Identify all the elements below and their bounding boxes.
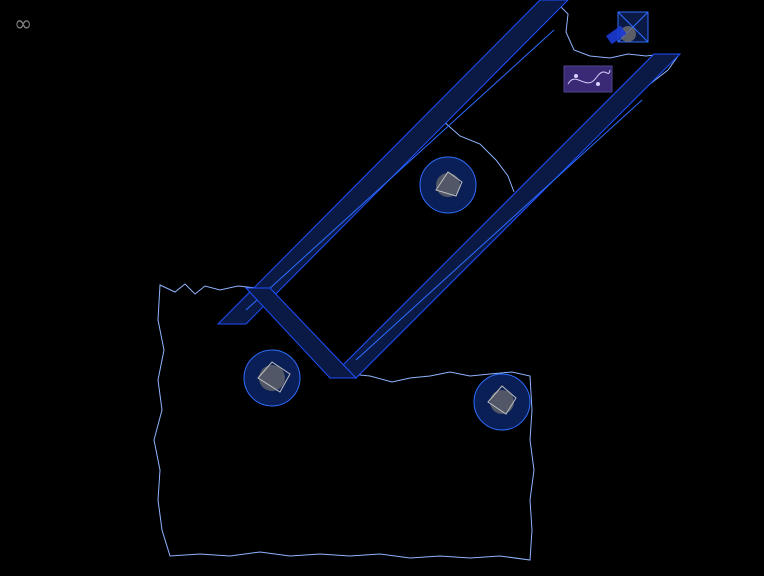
infinity-icon: ∞ (14, 12, 33, 37)
conveyor-upper[interactable] (216, 0, 569, 325)
conveyor-connector[interactable] (244, 287, 358, 379)
debris-orb-2[interactable] (243, 349, 301, 407)
conveyor-lower[interactable] (328, 53, 682, 379)
debris-orb-3[interactable] (473, 373, 531, 431)
chamber-outline-inner (441, 119, 515, 193)
exit-gate-icon[interactable] (606, 11, 649, 45)
circuit-panel-icon[interactable] (563, 65, 613, 93)
debris-orb-1[interactable] (419, 156, 477, 214)
